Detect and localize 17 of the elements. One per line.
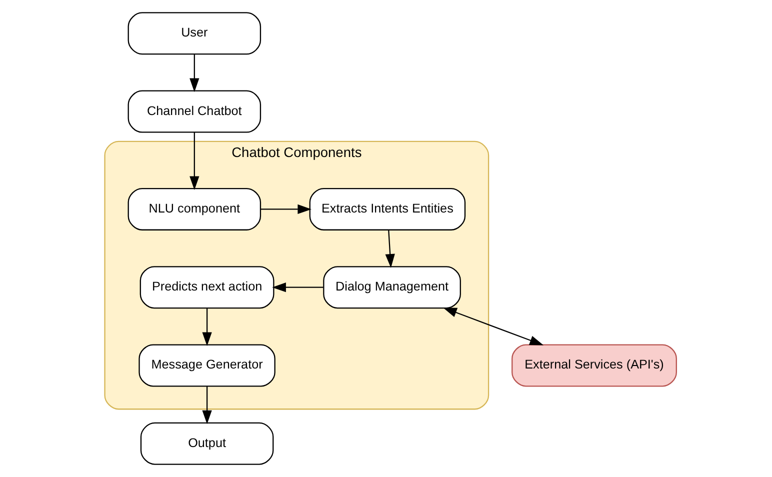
node-box: Dialog Management <box>323 266 461 309</box>
node-box: Predicts next action <box>140 266 274 309</box>
node-box: Extracts Intents Entities <box>309 188 466 230</box>
node-box: Output <box>140 422 274 465</box>
arrow <box>190 54 200 92</box>
arrow <box>260 204 312 214</box>
arrow <box>443 308 544 346</box>
node-box: External Services (API's) <box>512 344 677 387</box>
node-box: User <box>128 12 262 55</box>
node-box: NLU component <box>128 188 262 230</box>
arrow <box>202 386 212 424</box>
node-box: Message Generator <box>138 344 276 387</box>
arrow <box>385 230 395 268</box>
arrow <box>190 132 200 190</box>
node-box: Channel Chatbot <box>128 90 262 133</box>
arrow <box>202 308 212 346</box>
arrow <box>272 282 324 292</box>
